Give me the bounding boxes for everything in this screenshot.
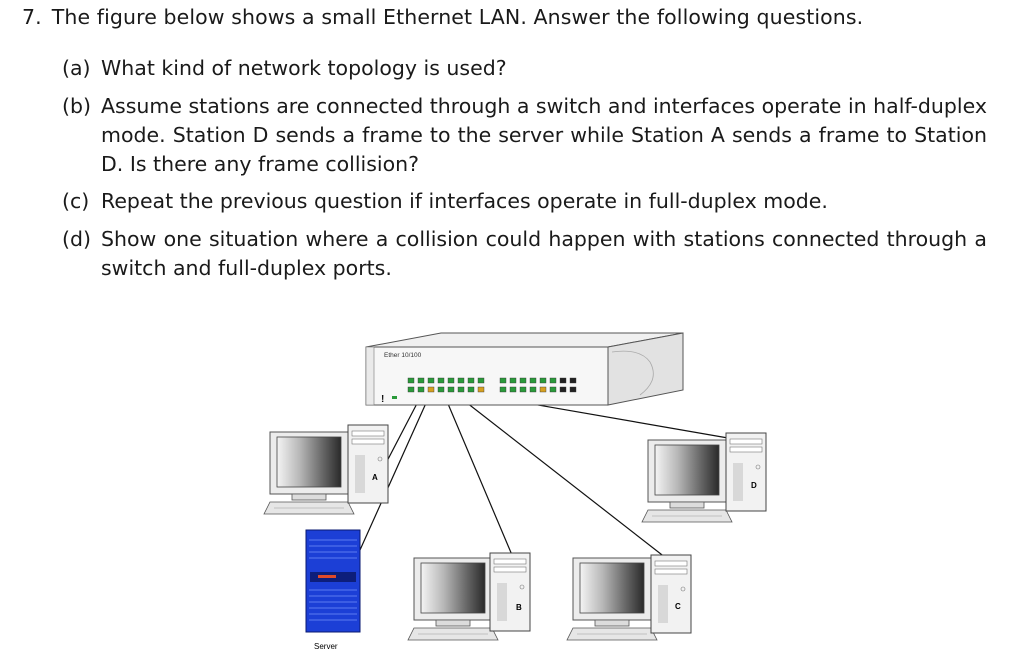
station-d: D <box>641 432 767 523</box>
part-text: Show one situation where a collision cou… <box>101 227 987 280</box>
port-led <box>417 386 425 393</box>
cable-server <box>359 391 432 551</box>
question-number: 7. <box>22 5 42 29</box>
part-d: (d) Show one situation where a collision… <box>62 225 987 283</box>
switch-alert-indicator: ! <box>381 394 384 405</box>
port-led <box>559 386 567 393</box>
station-b: B <box>407 552 531 641</box>
port-led <box>549 386 557 393</box>
port-led <box>569 377 577 384</box>
monitor-icon <box>407 557 499 641</box>
port-led <box>529 377 537 384</box>
tower-icon <box>489 552 531 632</box>
station-b-label: B <box>516 603 522 612</box>
part-label: (d) <box>62 227 92 251</box>
port-led <box>457 377 465 384</box>
port-led <box>427 386 435 393</box>
port-led <box>407 377 415 384</box>
port-led <box>457 386 465 393</box>
part-label: (c) <box>62 189 90 213</box>
switch-label: Ether 10/100 <box>384 352 422 359</box>
port-led <box>509 386 517 393</box>
station-c: C <box>566 554 692 641</box>
port-led <box>467 386 475 393</box>
port-led <box>427 377 435 384</box>
port-led <box>437 377 445 384</box>
port-led <box>467 377 475 384</box>
port-led <box>559 377 567 384</box>
port-led <box>569 386 577 393</box>
port-led <box>519 377 527 384</box>
part-text: Assume stations are connected through a … <box>101 94 987 176</box>
cable-station-b <box>442 391 513 556</box>
port-led <box>437 386 445 393</box>
server: Server <box>305 529 361 651</box>
question-heading: 7. The figure below shows a small Etherne… <box>22 5 863 29</box>
station-a-label: A <box>372 473 378 482</box>
monitor-icon <box>263 431 355 515</box>
part-a: (a) What kind of network topology is use… <box>62 54 987 83</box>
port-led <box>539 386 547 393</box>
port-led <box>499 386 507 393</box>
port-led <box>539 377 547 384</box>
port-led <box>477 377 485 384</box>
port-led <box>519 386 527 393</box>
station-d-label: D <box>751 481 757 490</box>
question-prompt: The figure below shows a small Ethernet … <box>51 5 864 29</box>
port-led <box>499 377 507 384</box>
port-led <box>529 386 537 393</box>
port-led <box>417 377 425 384</box>
server-label: Server <box>314 642 338 651</box>
tower-icon <box>650 554 692 634</box>
port-led <box>477 386 485 393</box>
part-b: (b) Assume stations are connected throug… <box>62 92 987 179</box>
station-a: A <box>263 424 389 515</box>
ethernet-switch: Ether 10/100 ! <box>365 332 684 406</box>
tower-icon <box>725 432 767 512</box>
switch-port-leds <box>407 377 577 393</box>
port-led <box>509 377 517 384</box>
port-led <box>447 377 455 384</box>
ethernet-lan-figure: Ether 10/100 ! A Server B C <box>263 332 767 651</box>
part-label: (b) <box>62 94 92 118</box>
port-led <box>407 386 415 393</box>
cable-station-c <box>452 391 667 559</box>
monitor-icon <box>566 557 658 641</box>
power-led <box>392 396 397 399</box>
part-text: What kind of network topology is used? <box>101 56 507 80</box>
port-led <box>549 377 557 384</box>
part-c: (c) Repeat the previous question if inte… <box>62 187 987 216</box>
port-led <box>447 386 455 393</box>
part-label: (a) <box>62 56 91 80</box>
part-text: Repeat the previous question if interfac… <box>101 189 828 213</box>
monitor-icon <box>641 439 733 523</box>
tower-icon <box>347 424 389 504</box>
station-c-label: C <box>675 602 681 611</box>
